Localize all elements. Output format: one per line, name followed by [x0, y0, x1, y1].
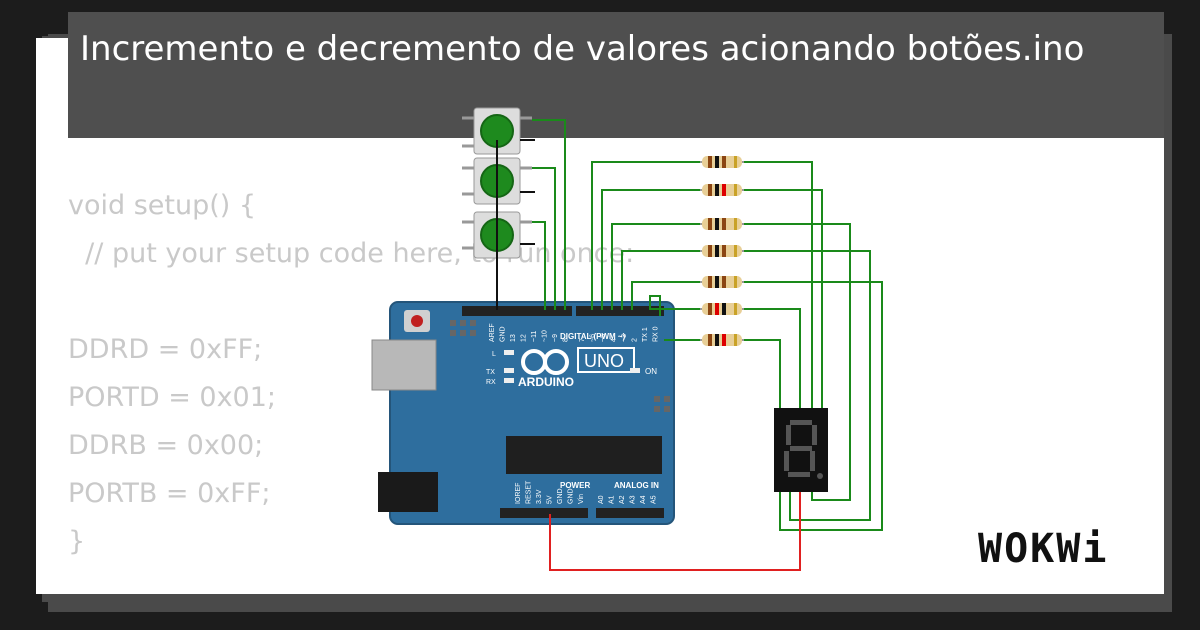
pin-label: GND: [568, 488, 575, 504]
code-line: DDRD = 0xFF;: [68, 334, 263, 365]
pin-label: IOREF: [515, 483, 522, 504]
push-button-1[interactable]: [473, 107, 521, 155]
resistor-group: [690, 156, 754, 346]
pin-label: 8: [563, 338, 570, 342]
resistor: [690, 303, 754, 315]
code-line: void setup() {: [68, 190, 257, 221]
seven-segment-display[interactable]: [774, 408, 828, 492]
pin-label: GND: [500, 326, 507, 342]
pin-label: 2: [632, 338, 639, 342]
on-label: ON: [645, 367, 657, 376]
power-jack: [378, 472, 438, 512]
pin-label: 3.3V: [536, 489, 543, 504]
pin-label: TX 1: [642, 327, 649, 342]
pin-label: A1: [609, 495, 616, 504]
pin-label: 12: [521, 334, 528, 342]
led-label-rx: RX: [486, 379, 496, 386]
pin-label: ~9: [552, 334, 559, 342]
resistor: [690, 184, 754, 196]
project-title: Incremento e decremento de valores acion…: [80, 29, 1085, 69]
pin-label: RESET: [526, 480, 533, 504]
power-label: POWER: [560, 481, 590, 490]
pin-label: 13: [510, 334, 517, 342]
resistor: [690, 245, 754, 257]
pin-label: ~3: [621, 334, 628, 342]
led-label-tx: TX: [486, 369, 495, 376]
pin-label: A0: [598, 495, 605, 504]
board-model: UNO: [584, 351, 624, 371]
pin-label: ~10: [542, 330, 549, 342]
wokwi-logo: WOKWi: [978, 526, 1109, 572]
analog-label: ANALOG IN: [614, 481, 659, 490]
arduino-uno-board[interactable]: [371, 301, 675, 525]
resistor: [690, 156, 754, 168]
code-line: }: [68, 526, 86, 557]
pin-label: A2: [619, 495, 626, 504]
pin-label: ~6: [590, 334, 597, 342]
pin-label: Vin: [578, 494, 585, 504]
pin-label: A4: [640, 495, 647, 504]
code-line: DDRB = 0x00;: [68, 430, 264, 461]
pin-label: AREF: [489, 323, 496, 342]
pin-label: RX 0: [653, 326, 660, 342]
pin-label: 5V: [547, 495, 554, 504]
board-brand: ARDUINO: [518, 375, 574, 389]
code-line: // put your setup code here, to run once…: [68, 238, 635, 269]
pin-label: A3: [630, 495, 637, 504]
digital-label: DIGITAL (PWM ~): [560, 332, 626, 341]
code-line: PORTD = 0x01;: [68, 382, 277, 413]
led-label-l: L: [492, 351, 496, 358]
pin-label: GND: [557, 488, 564, 504]
pin-label: A5: [651, 495, 658, 504]
code-line: PORTB = 0xFF;: [68, 478, 271, 509]
pin-label: ~5: [600, 334, 607, 342]
pin-label: ~11: [531, 331, 538, 342]
title-bar: Incremento e decremento de valores acion…: [68, 12, 1164, 138]
usb-port: [371, 339, 437, 391]
resistor: [690, 276, 754, 288]
pin-label: 4: [611, 338, 618, 342]
pin-label: 7: [579, 338, 586, 342]
resistor: [690, 334, 754, 346]
resistor: [690, 218, 754, 230]
